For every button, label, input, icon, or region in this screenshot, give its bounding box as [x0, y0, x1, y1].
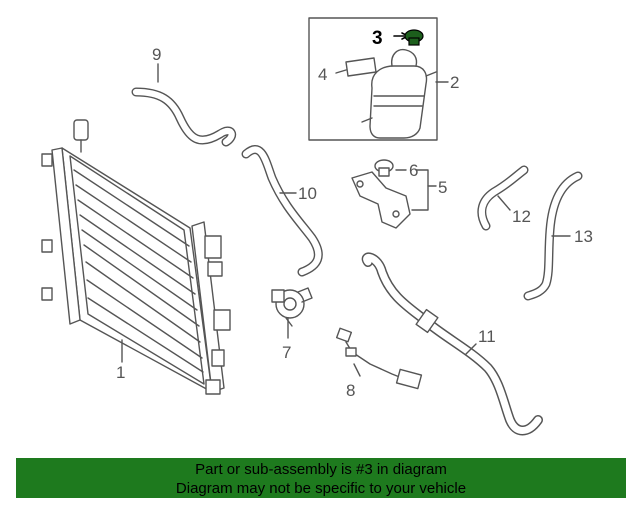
label-part-13: 13: [574, 227, 593, 246]
label-part-11: 11: [478, 327, 496, 346]
label-part-6: 6: [409, 161, 418, 180]
label-part-10: 10: [298, 184, 317, 203]
banner-line-1: Part or sub-assembly is #3 in diagram: [195, 461, 447, 478]
label-part-1: 1: [116, 363, 125, 382]
label-part-3: 3: [372, 28, 383, 49]
label-part-2: 2: [450, 73, 459, 92]
parts-diagram: 9 3 4 2 10 6 5 12 13 7 11 8 1: [41, 17, 593, 436]
leader-lines: [121, 32, 571, 377]
label-part-5: 5: [438, 178, 447, 197]
hose-part-11: [361, 252, 543, 436]
label-part-12: 12: [512, 207, 531, 226]
banner-line-2: Diagram may not be specific to your vehi…: [175, 480, 467, 497]
bracket-part-5: [351, 159, 411, 229]
hose-part-10: [241, 145, 323, 277]
water-pump-part-7: [271, 287, 313, 327]
cap-part-3-highlight: [404, 29, 424, 46]
seal-part-4: [345, 57, 377, 77]
label-part-9: 9: [152, 45, 161, 64]
sensor-harness-part-8: [335, 327, 423, 390]
label-part-7: 7: [282, 343, 291, 362]
hose-part-9: [131, 87, 237, 147]
hose-part-12: [477, 165, 529, 231]
label-part-8: 8: [346, 381, 355, 400]
hose-part-13: [523, 171, 583, 301]
cap-part-6: [374, 159, 394, 177]
radiator-part-1: [41, 119, 231, 395]
label-part-4: 4: [318, 65, 327, 84]
part-info-banner: Part or sub-assembly is #3 in diagram Di…: [16, 458, 626, 498]
